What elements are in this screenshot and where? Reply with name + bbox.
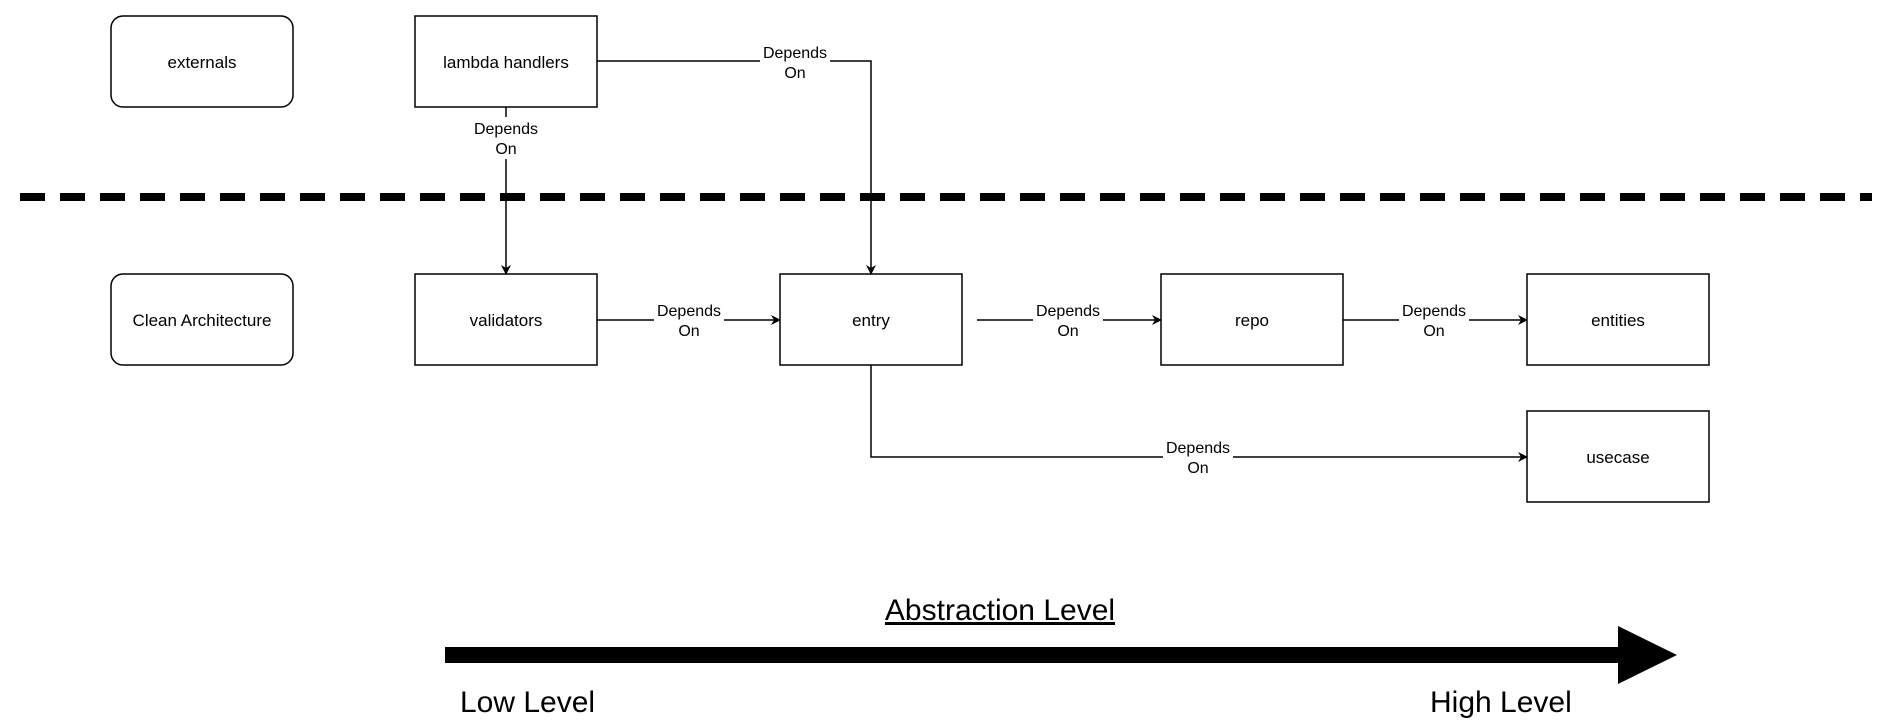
high-level-label: High Level: [1430, 686, 1572, 719]
low-level-label: Low Level: [460, 686, 595, 719]
edge-label-line1: Depends: [1166, 440, 1230, 457]
entities-label: entities: [1591, 311, 1645, 330]
edge-entry-to-repo[interactable]: Depends On: [977, 300, 1162, 342]
edge-label-line2: On: [784, 65, 805, 82]
abstraction-level-title: Abstraction Level: [885, 594, 1115, 627]
externals-layer-node[interactable]: externals: [110, 15, 294, 108]
edge-label-line2: On: [678, 323, 699, 340]
repo-label: repo: [1235, 311, 1269, 330]
edge-label-line2: On: [1187, 460, 1208, 477]
entry-node[interactable]: entry: [779, 273, 963, 366]
edge-lambda-handlers-to-entry[interactable]: Depends On: [597, 42, 876, 275]
edge-entry-to-usecase[interactable]: Depends On: [870, 365, 1528, 479]
validators-label: validators: [470, 311, 543, 330]
externals-label: externals: [168, 53, 237, 72]
clean-architecture-layer-node[interactable]: Clean Architecture: [110, 273, 294, 366]
edge-repo-to-entities[interactable]: Depends On: [1343, 300, 1528, 342]
repo-node[interactable]: repo: [1160, 273, 1344, 366]
edge-label-line2: On: [1057, 323, 1078, 340]
validators-node[interactable]: validators: [414, 273, 598, 366]
edge-lambda-handlers-to-validators[interactable]: Depends On: [471, 107, 541, 275]
entry-label: entry: [852, 311, 890, 330]
usecase-label: usecase: [1586, 448, 1649, 467]
edge-label-line2: On: [495, 141, 516, 158]
edge-label-line1: Depends: [1036, 303, 1100, 320]
edge-label-line2: On: [1423, 323, 1444, 340]
abstraction-axis-arrow: [445, 626, 1677, 684]
clean-architecture-label: Clean Architecture: [133, 311, 272, 330]
edge-label-line1: Depends: [657, 303, 721, 320]
edge-label-line1: Depends: [474, 121, 538, 138]
usecase-node[interactable]: usecase: [1526, 410, 1710, 503]
edge-validators-to-entry[interactable]: Depends On: [597, 300, 781, 342]
lambda-handlers-node[interactable]: lambda handlers: [414, 15, 598, 108]
edge-label-line1: Depends: [763, 45, 827, 62]
edge-label-line1: Depends: [1402, 303, 1466, 320]
lambda-handlers-label: lambda handlers: [443, 53, 569, 72]
entities-node[interactable]: entities: [1526, 273, 1710, 366]
